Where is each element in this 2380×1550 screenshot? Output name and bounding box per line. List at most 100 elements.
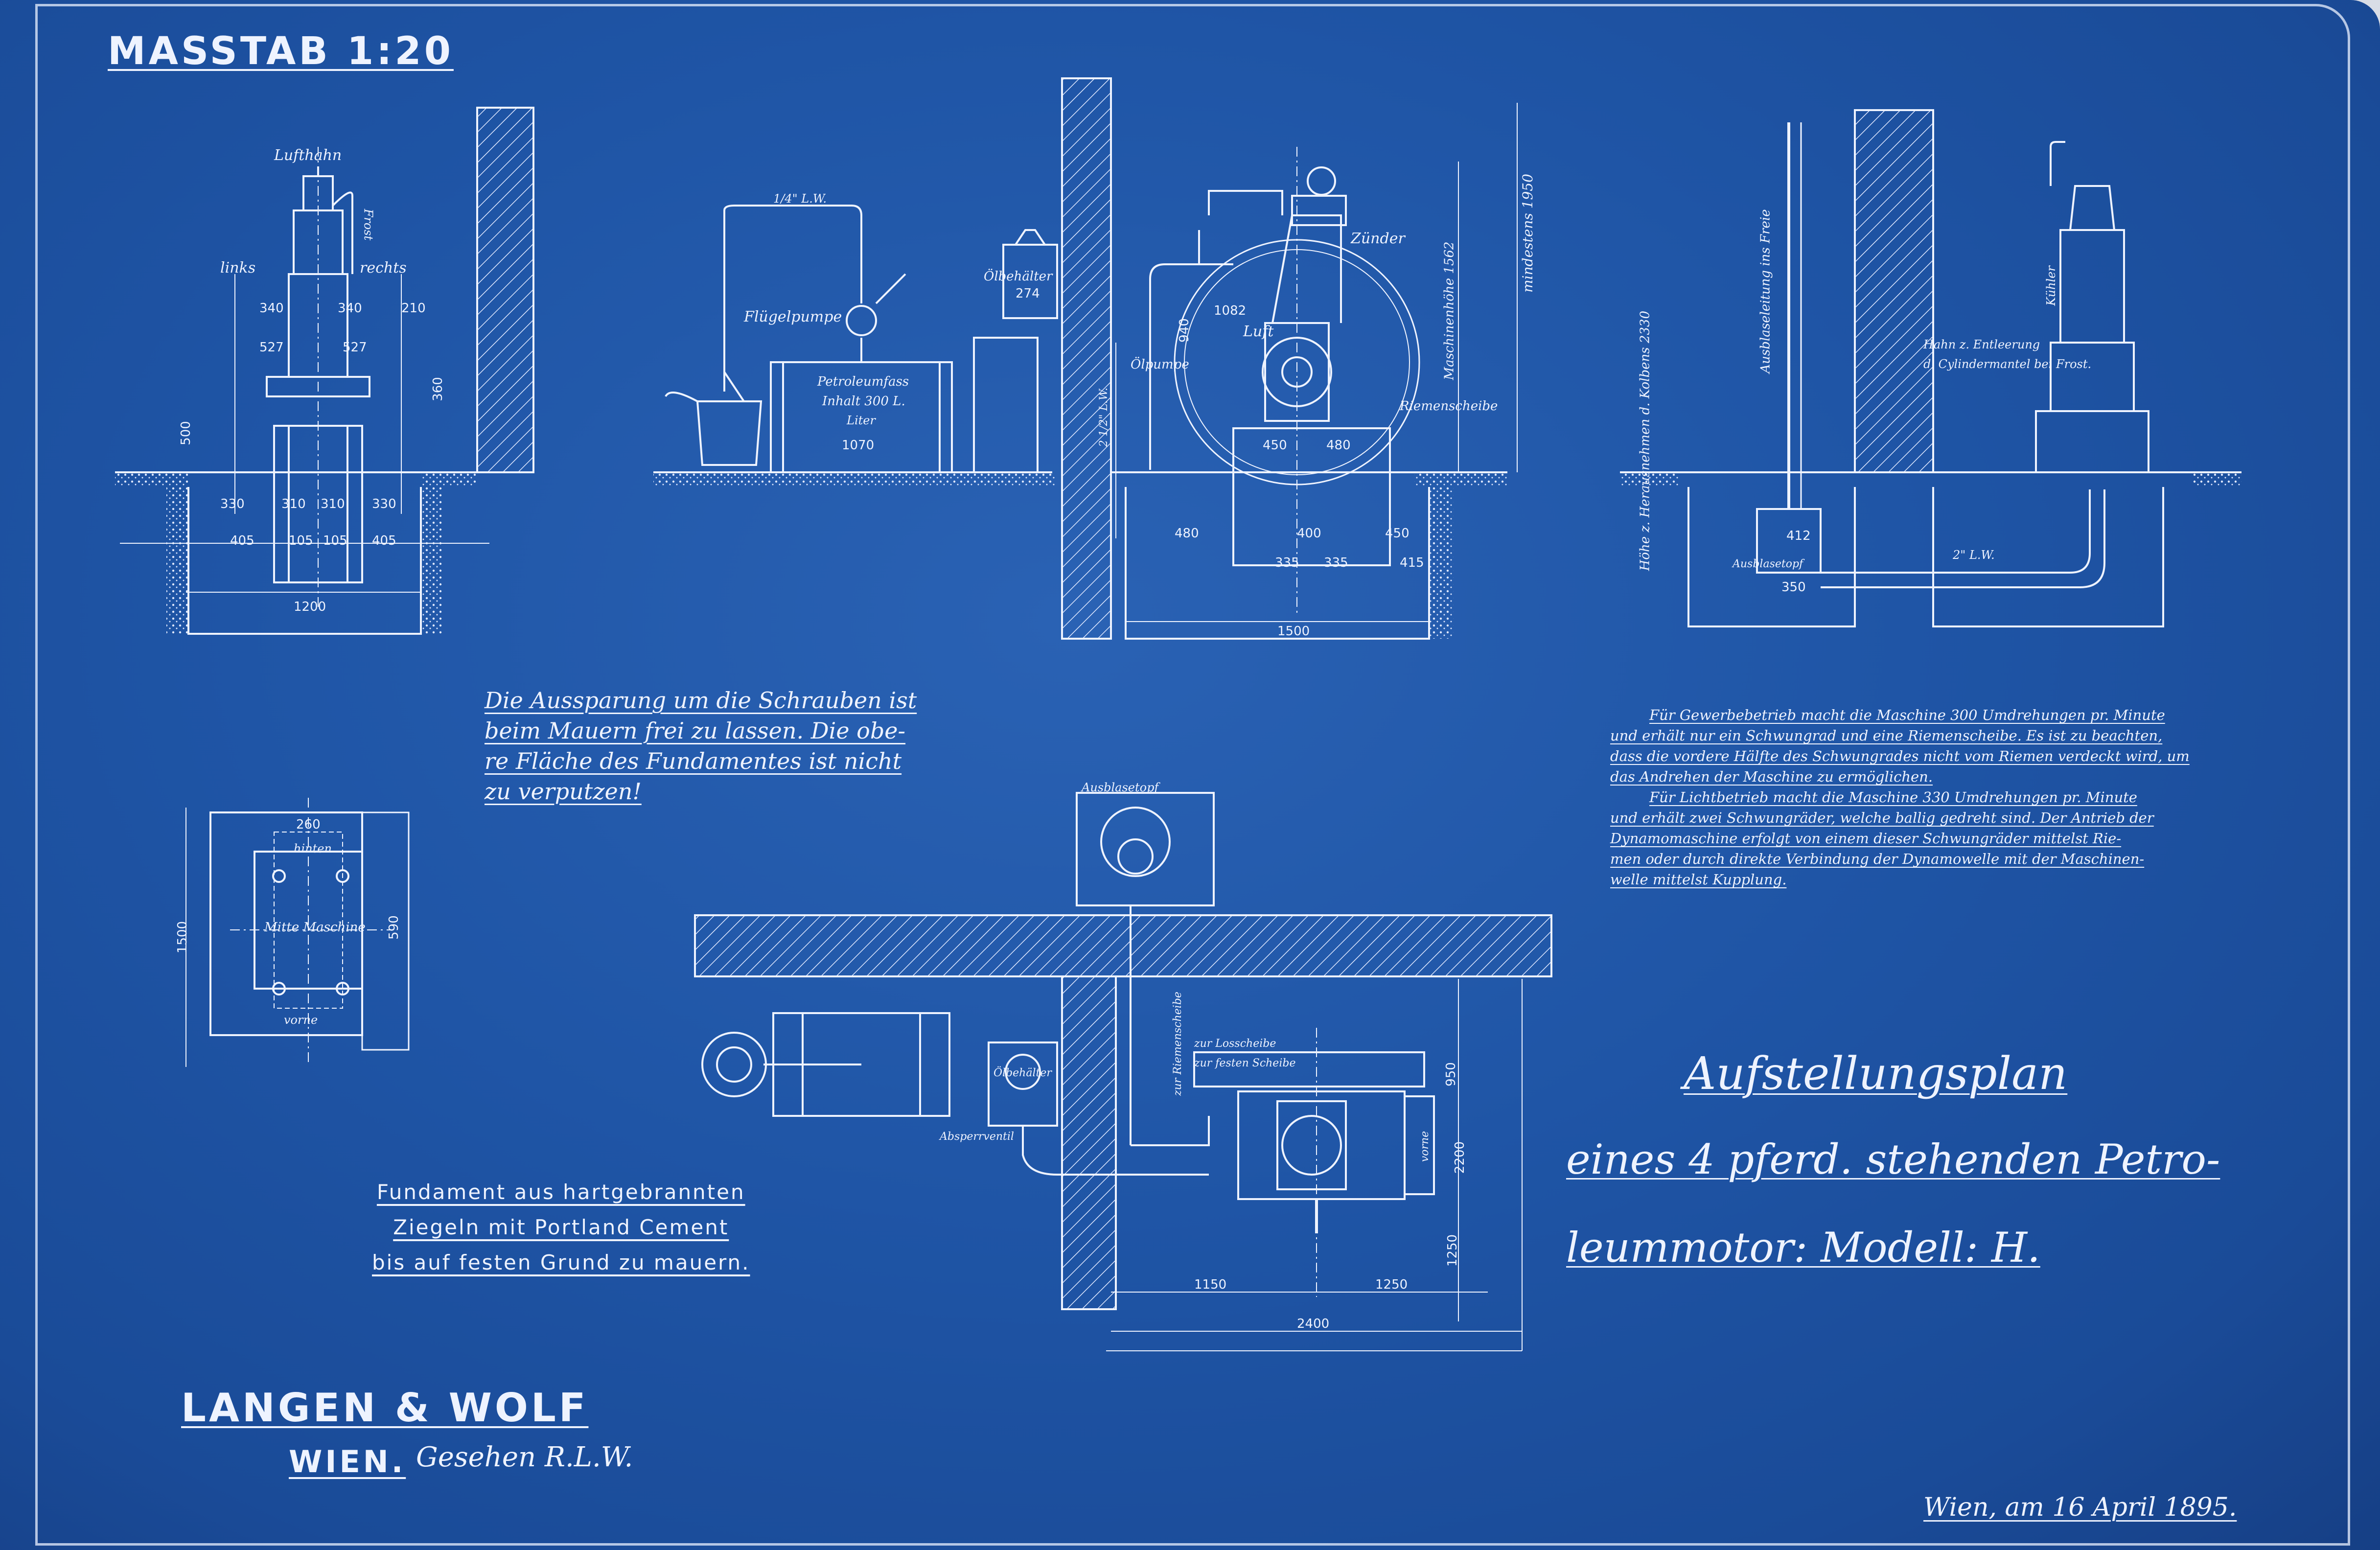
label-liter: Liter	[847, 414, 876, 427]
label-frost: Frost	[361, 208, 375, 241]
dim-400: 400	[1297, 526, 1321, 541]
manufacturer-signature: Gesehen R.L.W.	[416, 1441, 633, 1473]
label-riemenscheibe: Riemenscheibe	[1400, 399, 1498, 414]
dim-330-right: 330	[372, 497, 396, 511]
label-petroleum-fass: Petroleumfass	[817, 374, 909, 389]
dim-480-bottom: 480	[1175, 526, 1199, 541]
side-elevation-view	[1061, 77, 1518, 640]
label-fluegelpumpe: Flügelpumpe	[744, 308, 842, 325]
label-oelbehaelter: Ölbehälter	[984, 269, 1053, 284]
operation-note-line: dass die vordere Hälfte des Schwungrades…	[1610, 748, 2190, 764]
dim-105-left: 105	[289, 533, 313, 548]
dim-1250-v: 1250	[1445, 1234, 1460, 1267]
dim-415: 415	[1400, 555, 1424, 570]
dim-1500-side: 1500	[1277, 624, 1310, 639]
cooler-exhaust-view	[1620, 109, 2241, 627]
operation-note: Für Gewerbebetrieb macht die Maschine 30…	[1610, 705, 2190, 890]
operation-note-line: welle mittelst Kupplung.	[1610, 871, 1787, 888]
dim-590: 590	[386, 915, 401, 940]
dim-412: 412	[1786, 529, 1811, 543]
scale-label: MASSTAB 1:20	[108, 29, 454, 73]
foundation-plan-view	[185, 798, 410, 1067]
dim-310-left: 310	[281, 497, 306, 511]
operation-note-line: und erhält zwei Schwungräder, welche bal…	[1610, 810, 2154, 826]
label-vorne-plan: vorne	[1419, 1131, 1432, 1162]
dim-340-right: 340	[338, 301, 362, 316]
dim-2400: 2400	[1297, 1317, 1330, 1331]
dim-1500-plan: 1500	[175, 921, 190, 954]
label-ausblasetopf: Ausblasetopf	[1733, 558, 1803, 570]
dim-950: 950	[1443, 1062, 1458, 1087]
dim-405-left: 405	[230, 533, 254, 548]
manufacturer-city: WIEN.	[289, 1444, 406, 1480]
label-losscheibe: zur Losscheibe	[1194, 1038, 1276, 1050]
label-links: links	[220, 259, 256, 277]
label-mitte-maschine: Mitte Maschine	[264, 920, 366, 935]
dim-335-left: 335	[1275, 555, 1299, 570]
foundation-note-line: Ziegeln mit Portland Cement	[393, 1215, 729, 1239]
label-riemenscheibe-plan: zur Riemenscheibe	[1171, 992, 1184, 1096]
foundation-note-line: bis auf festen Grund zu mauern.	[372, 1250, 750, 1274]
label-zuender: Zünder	[1351, 230, 1405, 247]
operation-note-line: das Andrehen der Maschine zu ermöglichen…	[1610, 768, 1933, 785]
dim-105-right: 105	[323, 533, 347, 548]
dim-274: 274	[1016, 286, 1040, 301]
room-plan-view	[694, 792, 1552, 1351]
dim-450-right: 450	[1385, 526, 1410, 541]
manufacturer-name: LANGEN & WOLF	[181, 1385, 589, 1431]
foundation-note: Fundament aus hartgebrannten Ziegeln mit…	[372, 1175, 750, 1280]
label-hinten: hinten	[294, 842, 332, 856]
label-inhalt: Inhalt 300 L.	[822, 394, 905, 409]
label-pipe-two: 2" L.W.	[1953, 548, 1995, 562]
dim-210: 210	[401, 301, 426, 316]
recess-note-line: zu verputzen!	[485, 778, 642, 805]
recess-note-line: Die Aussparung um die Schrauben ist	[485, 687, 917, 714]
dim-350: 350	[1781, 580, 1806, 595]
dim-527-left: 527	[259, 340, 284, 355]
recess-note-line: re Fläche des Fundamentes ist nicht	[485, 748, 902, 774]
operation-note-line: und erhält nur ein Schwungrad und eine R…	[1610, 727, 2163, 744]
label-ausblaseleitung: Ausblaseleitung ins Freie	[1758, 209, 1773, 373]
label-cylindermantel: d. Cylindermantel bei Frost.	[1923, 357, 2092, 371]
dim-480-top: 480	[1326, 438, 1351, 453]
drawing-date: Wien, am 16 April 1895.	[1923, 1493, 2237, 1522]
recess-note: Die Aussparung um die Schrauben ist beim…	[485, 685, 917, 807]
label-festscheibe: zur festen Scheibe	[1194, 1057, 1296, 1069]
operation-note-line: Für Lichtbetrieb macht die Maschine 330 …	[1649, 789, 2137, 806]
label-rechts: rechts	[360, 259, 407, 277]
dim-340-left: 340	[259, 301, 284, 316]
foundation-note-line: Fundament aus hartgebrannten	[376, 1180, 745, 1204]
dim-1082: 1082	[1214, 303, 1247, 318]
label-pipe-quarter: 1/4" L.W.	[773, 192, 827, 206]
label-maschinenhoehe: Maschinenhöhe 1562	[1442, 241, 1457, 380]
label-vorne: vorne	[284, 1013, 318, 1027]
dim-1200: 1200	[294, 600, 326, 614]
label-kuehler: Kühler	[2044, 266, 2058, 306]
fuel-supply-view	[653, 205, 1058, 487]
front-elevation-view	[115, 107, 534, 635]
dim-2200: 2200	[1453, 1141, 1468, 1174]
dim-260: 260	[296, 817, 321, 832]
label-absperrventil: Absperrventil	[940, 1131, 1014, 1143]
dim-310-right: 310	[321, 497, 345, 511]
dim-1250-h: 1250	[1375, 1277, 1408, 1292]
operation-note-line: Für Gewerbebetrieb macht die Maschine 30…	[1649, 707, 2165, 723]
drawing-title-line1: Aufstellungsplan	[1684, 1047, 2068, 1100]
label-ausblasetopf-plan: Ausblasetopf	[1082, 781, 1159, 794]
dim-360: 360	[430, 377, 445, 401]
dim-527-right: 527	[343, 340, 367, 355]
operation-note-line: Dynamomaschine erfolgt von einem dieser …	[1610, 830, 2122, 847]
dim-500: 500	[178, 421, 193, 445]
drawing-title-line2: eines 4 pferd. stehenden Petro-	[1566, 1135, 2220, 1183]
drawing-border	[35, 4, 2350, 1546]
label-oelbehaelter-plan: Ölbehälter	[994, 1067, 1052, 1079]
recess-note-line: beim Mauern frei zu lassen. Die obe-	[485, 717, 906, 744]
dim-450-left: 450	[1263, 438, 1287, 453]
label-kolben: Höhe z. Herausnehmen d. Kolbens 2330	[1638, 311, 1653, 571]
label-luft: Luft	[1243, 323, 1274, 340]
label-mindestens: mindestens 1950	[1519, 174, 1536, 293]
label-oelpumpe: Ölpumpe	[1131, 357, 1189, 372]
dim-1070: 1070	[842, 438, 875, 453]
